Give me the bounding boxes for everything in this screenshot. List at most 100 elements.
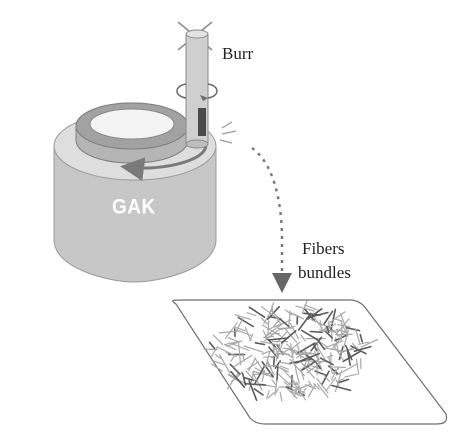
fiber-strand [276, 372, 291, 386]
fiber-strand [203, 348, 218, 351]
burr-label: Burr [222, 44, 254, 63]
fiber-strand [271, 379, 277, 386]
fiber-strand [326, 340, 344, 348]
fiber-strand [300, 334, 306, 342]
fiber-strand [279, 391, 283, 402]
fiber-strand [282, 347, 293, 350]
fiber-strand [276, 364, 279, 382]
fiber-strand [322, 374, 331, 382]
cylinder-body [53, 145, 217, 283]
fiber-strand [342, 329, 350, 349]
fiber-tray [172, 299, 448, 425]
fiber-strand [277, 327, 293, 330]
fiber-strand [251, 371, 263, 391]
fiber-strand [300, 360, 316, 372]
fiber-strand [338, 363, 358, 375]
fiber-strand [355, 358, 360, 375]
fiber-strand [358, 341, 369, 345]
fiber-strand [298, 352, 321, 363]
fiber-strand [217, 346, 237, 357]
fiber-strand [316, 383, 329, 398]
fiber-strand [315, 361, 322, 370]
fiber-strand [261, 361, 275, 378]
fiber-strand [299, 353, 315, 356]
fiber-strand [289, 341, 301, 352]
fiber-strand [300, 387, 307, 397]
rotation-arrow-icon [120, 145, 208, 182]
fiber-strand [335, 318, 350, 336]
fiber-strand [244, 382, 267, 386]
fiber-strand [307, 360, 327, 363]
fiber-strand [301, 300, 308, 315]
fiber-strand [274, 379, 278, 395]
fiber-strand [248, 372, 254, 391]
fiber-strand [312, 343, 318, 352]
fiber-strand [234, 314, 251, 320]
fiber-bundles [203, 300, 379, 402]
fiber-strand [237, 316, 254, 328]
fiber-strand [300, 368, 305, 380]
fiber-strand [289, 348, 307, 355]
fiber-strand [263, 335, 274, 339]
fiber-strand [235, 318, 244, 333]
fiber-strand [266, 361, 275, 376]
fiber-strand [329, 311, 346, 323]
fibers-label-line1: Fibers [302, 239, 345, 258]
fiber-strand [275, 352, 290, 356]
rim-inner [89, 108, 175, 140]
fiber-strand [285, 385, 294, 391]
fiber-strand [318, 329, 340, 332]
fiber-strand [337, 348, 354, 353]
fiber-strand [210, 359, 226, 366]
fiber-strand [264, 329, 280, 342]
fiber-strand [253, 388, 264, 396]
fiber-strand [272, 344, 275, 355]
fiber-strand [267, 320, 270, 337]
fiber-strand [284, 309, 293, 316]
fiber-strand [219, 354, 231, 374]
fiber-strand [263, 312, 271, 324]
fiber-strand [344, 373, 358, 378]
fiber-strand [288, 382, 298, 386]
fiber-strand [238, 343, 242, 366]
fiber-strand [316, 377, 329, 394]
fiber-strand [335, 328, 346, 333]
fiber-strand [272, 355, 276, 368]
fiber-strand [294, 363, 300, 385]
fiber-strand [293, 314, 305, 320]
fiber-strand [325, 325, 330, 334]
fiber-strand [323, 310, 334, 326]
fiber-strand [345, 326, 361, 332]
fiber-strand [212, 334, 224, 345]
fiber-strand [279, 365, 289, 370]
fiber-strand [269, 302, 274, 315]
fiber-strand [334, 370, 342, 393]
fiber-strand [214, 354, 222, 360]
fiber-strand [354, 328, 361, 344]
fiber-strand [329, 366, 346, 368]
fiber-strand [288, 390, 301, 397]
fiber-strand [281, 367, 297, 384]
fiber-strand [245, 370, 256, 382]
fibers-label-line2: bundles [298, 263, 351, 282]
fiber-strand [319, 357, 334, 366]
gak-label: GAK [112, 195, 156, 220]
fiber-strand [275, 343, 281, 362]
fiber-strand [265, 351, 271, 369]
fiber-strand [310, 336, 323, 352]
fiber-strand [224, 340, 243, 346]
fiber-strand [267, 332, 280, 335]
fiber-strand [276, 331, 288, 344]
fiber-strand [318, 340, 326, 351]
fiber-strand [331, 384, 352, 392]
fiber-strand [253, 372, 274, 375]
fiber-strand [330, 366, 339, 381]
fiber-strand [285, 386, 298, 399]
fiber-strand [229, 363, 241, 375]
fiber-strand [307, 384, 316, 398]
fiber-strand [359, 333, 364, 343]
fiber-strand [249, 333, 254, 342]
fiber-strand [317, 346, 326, 361]
fiber-strand [290, 342, 294, 362]
